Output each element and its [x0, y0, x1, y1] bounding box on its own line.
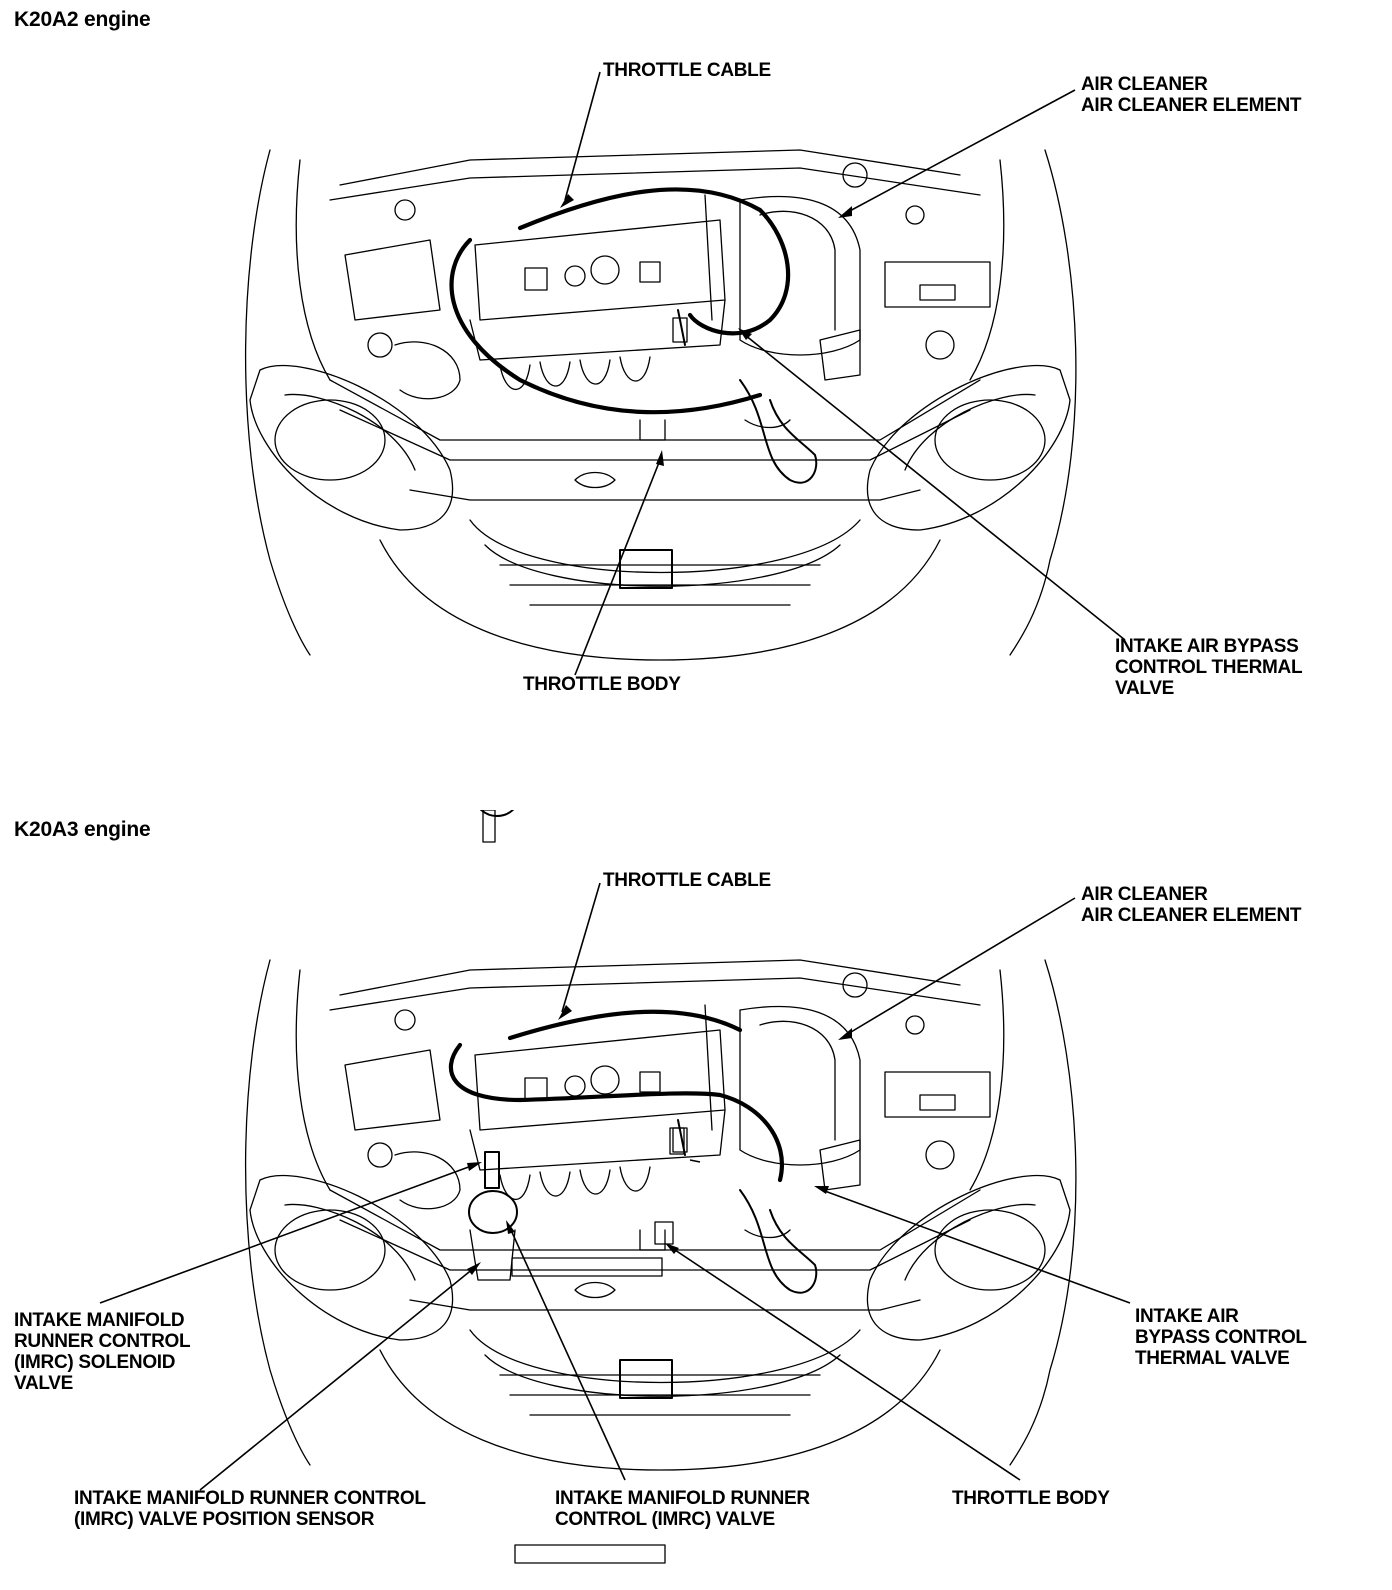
- k20a3-label-imrc-sensor: INTAKE MANIFOLD RUNNER CONTROL (IMRC) VA…: [74, 1488, 426, 1530]
- k20a2-leader-lines: [560, 71, 1126, 676]
- k20a3-label-bypass-valve: INTAKE AIR BYPASS CONTROL THERMAL VALVE: [1135, 1306, 1307, 1369]
- k20a3-leader-lines: [99, 882, 1131, 1491]
- k20a3-label-imrc-valve: INTAKE MANIFOLD RUNNER CONTROL (IMRC) VA…: [555, 1488, 810, 1530]
- k20a2-label-throttle-body: THROTTLE BODY: [523, 674, 681, 695]
- k20a3-details: [99, 882, 1131, 1491]
- k20a2-label-throttle-cable: THROTTLE CABLE: [603, 60, 771, 81]
- k20a2-label-bypass-valve: INTAKE AIR BYPASS CONTROL THERMAL VALVE: [1115, 636, 1303, 699]
- k20a3-label-throttle-body: THROTTLE BODY: [952, 1488, 1110, 1509]
- k20a2-engine-bay-illustration: [244, 71, 1126, 676]
- k20a2-title: K20A2 engine: [14, 8, 151, 31]
- k20a3-label-air-cleaner: AIR CLEANER AIR CLEANER ELEMENT: [1081, 884, 1302, 926]
- k20a3-label-throttle-cable: THROTTLE CABLE: [603, 870, 771, 891]
- k20a2-throttle-cable: [517, 187, 791, 336]
- k20a3-label-imrc-solenoid: INTAKE MANIFOLD RUNNER CONTROL (IMRC) SO…: [14, 1310, 191, 1394]
- k20a3-title: K20A3 engine: [14, 818, 151, 841]
- k20a2-label-air-cleaner: AIR CLEANER AIR CLEANER ELEMENT: [1081, 74, 1302, 116]
